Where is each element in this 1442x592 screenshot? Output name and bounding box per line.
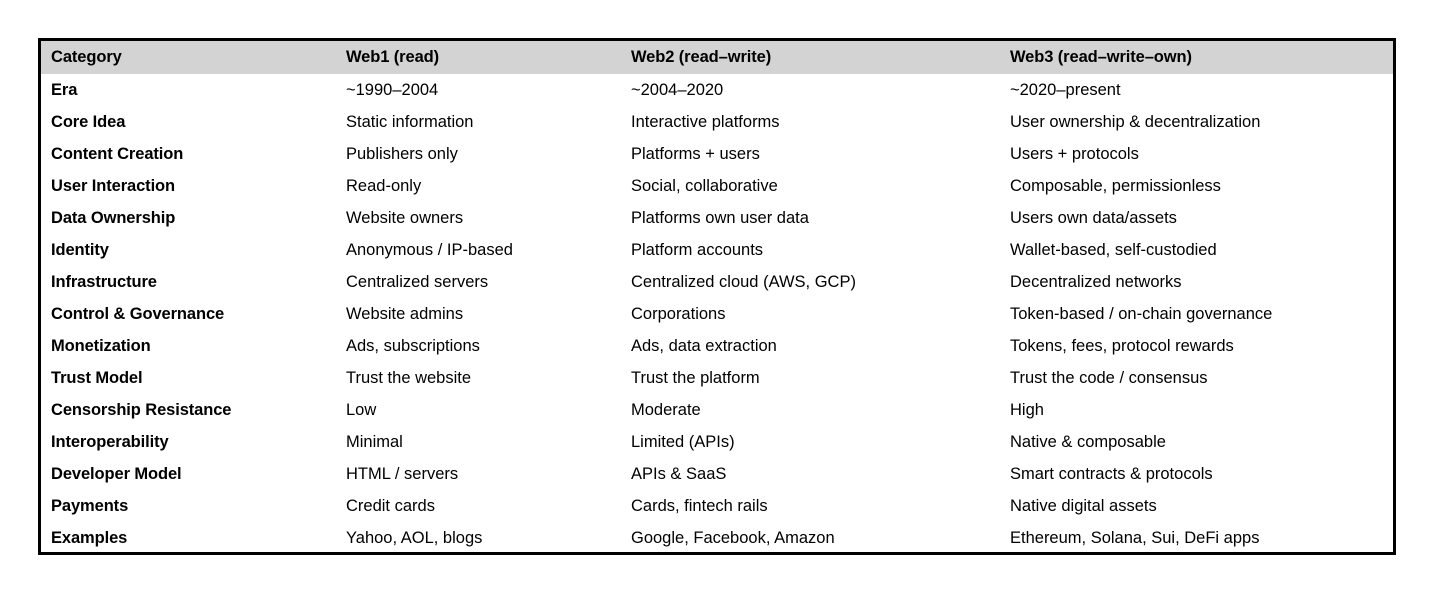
cell-web1: Low bbox=[346, 401, 377, 419]
cell-web3: High bbox=[1010, 401, 1044, 419]
cell-web2: Moderate bbox=[631, 401, 701, 419]
cell-category: Payments bbox=[51, 497, 129, 515]
cell-category: Interoperability bbox=[51, 433, 169, 451]
cell-web1: Anonymous / IP-based bbox=[346, 241, 513, 259]
table-row: User Interaction Read-only Social, collabo… bbox=[41, 170, 1393, 202]
table-row: Core Idea Static information Interactive p… bbox=[41, 106, 1393, 138]
cell-category: Infrastructure bbox=[51, 273, 157, 291]
cell-category: Examples bbox=[51, 529, 128, 547]
cell-web3: Ethereum, Solana, Sui, DeFi apps bbox=[1010, 529, 1260, 547]
comparison-table-container: Category Web1 (read) Web2 (read–write) W… bbox=[38, 38, 1396, 555]
table-row: Data Ownership Website owners Platforms ow… bbox=[41, 202, 1393, 234]
cell-web3: Smart contracts & protocols bbox=[1010, 465, 1213, 483]
cell-web1: Static information bbox=[346, 113, 474, 131]
cell-web2: Platforms own user data bbox=[631, 209, 809, 227]
cell-web1: Minimal bbox=[346, 433, 403, 451]
cell-web2: Google, Facebook, Amazon bbox=[631, 529, 835, 547]
cell-category: Monetization bbox=[51, 337, 151, 355]
cell-web1: Website owners bbox=[346, 209, 464, 227]
cell-web2: ~2004–2020 bbox=[631, 81, 724, 99]
cell-web3: ~2020–present bbox=[1010, 81, 1121, 99]
cell-web3: Trust the code / consensus bbox=[1010, 369, 1208, 387]
cell-web2: Social, collaborative bbox=[631, 177, 778, 195]
cell-web2: Corporations bbox=[631, 305, 726, 323]
cell-web3: Native & composable bbox=[1010, 433, 1166, 451]
table-row: Identity Anonymous / IP-based Platform acc… bbox=[41, 234, 1393, 266]
table-row: Trust Model Trust the website Trust the pl… bbox=[41, 362, 1393, 394]
cell-web2: Ads, data extraction bbox=[631, 337, 777, 355]
cell-web1: Credit cards bbox=[346, 497, 435, 515]
cell-web1: Yahoo, AOL, blogs bbox=[346, 529, 483, 547]
cell-web2: Trust the platform bbox=[631, 369, 760, 387]
cell-web2: APIs & SaaS bbox=[631, 465, 727, 483]
cell-category: Control & Governance bbox=[51, 305, 225, 323]
cell-category: Trust Model bbox=[51, 369, 143, 387]
cell-web3: Composable, permissionless bbox=[1010, 177, 1221, 195]
cell-category: Developer Model bbox=[51, 465, 182, 483]
cell-category: Censorship Resistance bbox=[51, 401, 232, 419]
table-row: Developer Model HTML / servers APIs & SaaS… bbox=[41, 458, 1393, 490]
table-row: Content Creation Publishers only Platforms… bbox=[41, 138, 1393, 170]
cell-category: Content Creation bbox=[51, 145, 184, 163]
cell-category: User Interaction bbox=[51, 177, 176, 195]
cell-web2: Centralized cloud (AWS, GCP) bbox=[631, 273, 856, 291]
cell-web2: Platform accounts bbox=[631, 241, 764, 259]
cell-category: Era bbox=[51, 81, 78, 99]
table-row: Infrastructure Centralized servers Central… bbox=[41, 266, 1393, 298]
cell-web1: Trust the website bbox=[346, 369, 472, 387]
table-row: Payments Credit cards Cards, fintech rails… bbox=[41, 490, 1393, 522]
cell-web3: Users own data/assets bbox=[1010, 209, 1177, 227]
cell-web3: Native digital assets bbox=[1010, 497, 1157, 515]
cell-web2: Limited (APIs) bbox=[631, 433, 735, 451]
cell-web3: Token-based / on-chain governance bbox=[1010, 305, 1273, 323]
table-header-row: Category Web1 (read) Web2 (read–write) W… bbox=[41, 41, 1393, 74]
cell-web3: User ownership & decentralization bbox=[1010, 113, 1261, 131]
cell-web3: Tokens, fees, protocol rewards bbox=[1010, 337, 1234, 355]
table-row: Monetization Ads, subscriptions Ads, data … bbox=[41, 330, 1393, 362]
cell-web1: Website admins bbox=[346, 305, 464, 323]
cell-category: Core Idea bbox=[51, 113, 126, 131]
table-row: Interoperability Minimal Limited (APIs) Nat… bbox=[41, 426, 1393, 458]
cell-web3: Users + protocols bbox=[1010, 145, 1139, 163]
cell-web1: Publishers only bbox=[346, 145, 458, 163]
cell-web1: HTML / servers bbox=[346, 465, 459, 483]
cell-web3: Wallet-based, self-custodied bbox=[1010, 241, 1217, 259]
cell-web2: Interactive platforms bbox=[631, 113, 780, 131]
cell-web2: Platforms + users bbox=[631, 145, 760, 163]
table-row: Examples Yahoo, AOL, blogs Google, Faceboo… bbox=[41, 522, 1393, 552]
table-row: Control & Governance Website admins Corpor… bbox=[41, 298, 1393, 330]
web-eras-comparison-table: Category Web1 (read) Web2 (read–write) W… bbox=[41, 41, 1393, 552]
table-row: Censorship Resistance Low Moderate High bbox=[41, 394, 1393, 426]
cell-web1: Centralized servers bbox=[346, 273, 489, 291]
column-header-web3: Web3 (read–write–own) bbox=[1010, 48, 1192, 66]
cell-category: Data Ownership bbox=[51, 209, 176, 227]
cell-web1: Ads, subscriptions bbox=[346, 337, 480, 355]
cell-web1: ~1990–2004 bbox=[346, 81, 439, 99]
cell-web2: Cards, fintech rails bbox=[631, 497, 768, 515]
column-header-web2: Web2 (read–write) bbox=[631, 48, 772, 66]
table-row: Era ~1990–2004 ~2004–2020 ~2020–present bbox=[41, 74, 1393, 106]
table-header: Category Web1 (read) Web2 (read–write) W… bbox=[41, 41, 1393, 74]
cell-category: Identity bbox=[51, 241, 109, 259]
cell-web1: Read-only bbox=[346, 177, 422, 195]
column-header-category: Category bbox=[51, 48, 122, 66]
column-header-web1: Web1 (read) bbox=[346, 48, 440, 66]
cell-web3: Decentralized networks bbox=[1010, 273, 1182, 291]
